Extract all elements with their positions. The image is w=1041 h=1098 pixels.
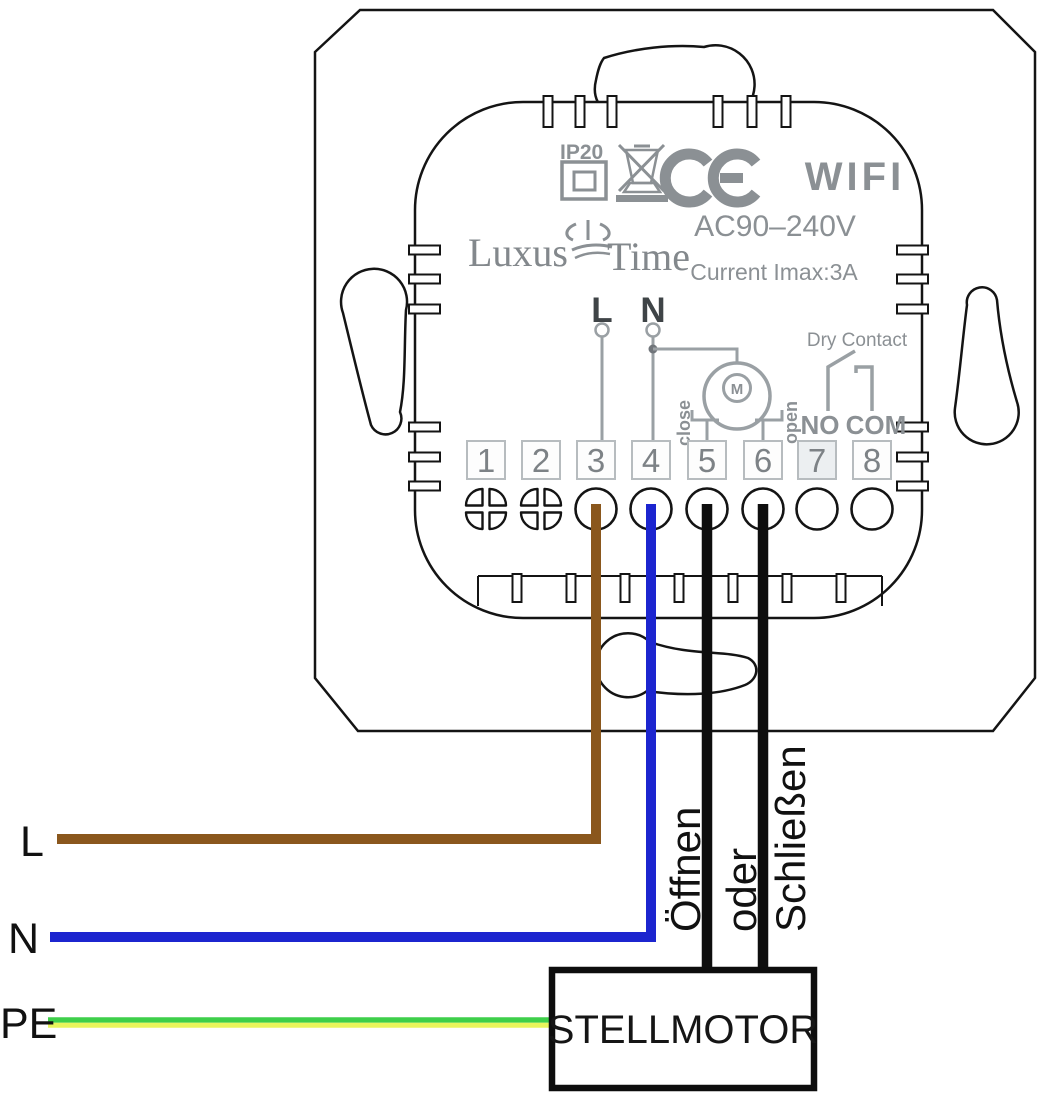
weee-bin-icon	[616, 143, 668, 202]
right-keyhole-slot	[953, 286, 1020, 446]
line-node	[594, 322, 610, 338]
terminal-number: 8	[863, 442, 881, 479]
live-wire-label: L	[20, 818, 44, 866]
or-label: oder	[718, 848, 765, 932]
module-left-vents	[408, 244, 441, 492]
voltage-rating: AC90–240V	[694, 210, 856, 243]
terminal-1-wedge-symbol	[464, 487, 508, 531]
module-right-vents	[896, 244, 929, 492]
motor-letter: M	[731, 381, 744, 398]
terminal-number: 2	[532, 442, 550, 479]
left-keyhole-slot	[339, 267, 409, 436]
module-bottom-ledge	[477, 573, 883, 606]
terminal-number: 1	[477, 442, 495, 479]
live-wire	[57, 504, 601, 844]
module-print: IP20 WIFI Luxus	[468, 141, 905, 285]
wifi-label: WIFI	[805, 155, 905, 199]
actuator-label: STELLMOTOR	[548, 1008, 818, 1052]
terminal-hole-7	[795, 487, 839, 531]
terminal-number-boxes	[466, 440, 892, 480]
brand-word2: Time	[607, 234, 690, 279]
thermostat-module	[408, 95, 929, 620]
ce-mark-icon	[659, 148, 761, 208]
no-label: NO	[801, 410, 840, 440]
internal-line-label: L	[591, 291, 612, 330]
neutral-node	[645, 322, 661, 338]
crown-icon	[565, 220, 613, 260]
module-top-vents	[542, 95, 792, 128]
earth-wire-label: PE	[0, 1000, 57, 1048]
open-terminal-label: open	[781, 401, 801, 444]
ip20-enclosure-icon	[560, 160, 608, 201]
dry-contact-switch: Dry Contact NO COM	[801, 330, 908, 440]
brand-word1: Luxus	[468, 230, 568, 275]
close-terminal-label: close	[674, 400, 694, 446]
dry-contact-label: Dry Contact	[807, 330, 908, 351]
terminal-number: 5	[698, 442, 716, 479]
open-wire-label: Öffnen	[662, 807, 709, 932]
current-rating: Current Imax:3A	[690, 259, 858, 285]
external-wires	[48, 504, 769, 1028]
terminal-hole-8	[850, 487, 894, 531]
terminal-number: 6	[754, 442, 772, 479]
internal-circuit: L N M close open Dry Contact NO COM	[591, 291, 908, 446]
terminal-2-wedge-symbol	[519, 487, 563, 531]
neutral-wire	[50, 504, 656, 942]
terminal-strip: 1 2 3 4 5 6 7 8	[464, 440, 894, 531]
actuator-box: STELLMOTOR	[548, 966, 818, 1092]
terminal-number: 3	[587, 442, 605, 479]
neutral-wire-label: N	[8, 915, 39, 963]
ip-rating-label: IP20	[560, 141, 603, 164]
actuator-motor-icon: M	[690, 361, 784, 441]
com-label: COM	[846, 410, 907, 440]
module-outline	[413, 100, 924, 620]
terminal-number: 4	[642, 442, 660, 479]
terminal-numbers: 1 2 3 4 5 6 7 8	[477, 442, 881, 479]
terminal-number: 7	[808, 442, 826, 479]
close-wire-label: Schließen	[767, 745, 814, 932]
